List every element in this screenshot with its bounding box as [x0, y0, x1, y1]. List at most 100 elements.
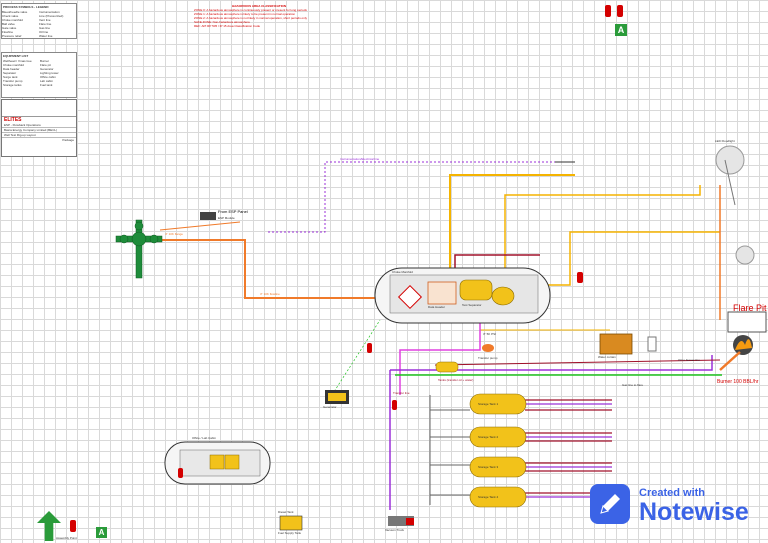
legend-item: Flare line	[39, 22, 52, 26]
equipment-list-title: EQUIPMENT LIST	[3, 54, 29, 58]
equipment-row: Lighting tower	[40, 71, 59, 75]
legend-item: Vent line	[39, 18, 51, 22]
hazard-note: ZONE 1: A hazardous atmosphere is likely…	[194, 12, 296, 16]
instrument-line-dotted	[268, 161, 555, 233]
generator-label: Generator	[323, 405, 337, 409]
legend-item: Bleed/needle valve	[2, 10, 28, 14]
notewise-logo-icon	[590, 484, 630, 524]
floodlight-bottom	[735, 245, 755, 265]
tank-4-label: Storage Tank 4	[478, 495, 499, 499]
fuel-label: Fuel Supply Tank	[278, 531, 301, 535]
burner-label: Burner 100 BBL/hr	[717, 379, 759, 385]
watermark-line-1: Created with	[639, 487, 706, 499]
oil-line	[454, 254, 540, 270]
legend-item: Instrumentation	[39, 10, 60, 14]
water-tank	[599, 333, 633, 355]
choke-manifold	[397, 284, 423, 310]
title-sheet: Package	[2, 137, 76, 142]
fire-extinguisher-icon	[70, 520, 76, 532]
transfer-pump-label: Transfer pump	[478, 356, 498, 360]
green-diag	[329, 319, 381, 399]
equipment-row: Lab cabin	[40, 79, 54, 83]
equipment-row: Wellhead / Xmas tree	[3, 59, 32, 63]
legend-item: Flowline	[2, 30, 14, 34]
fire-extinguisher-icon	[617, 5, 623, 17]
legend-col-right: Instrumentation Line (Pressurized) Vent …	[39, 10, 75, 38]
legend-item: Gas line	[39, 26, 51, 30]
oil-to-burner-label: Oil to burner line	[678, 358, 701, 362]
transfer-pump	[435, 361, 459, 373]
legend-item: Choke manifold	[2, 18, 23, 22]
esp-panel	[200, 212, 216, 220]
flowline-label: 3" 10K flowline	[260, 292, 280, 296]
diesel-label: Diesel Tank	[278, 510, 294, 514]
title-block: ELITES ESP - Flowback Operations Basra E…	[1, 99, 77, 157]
company-logo: ELITES	[4, 117, 22, 123]
gas-line-2	[504, 185, 701, 270]
hazard-note: SAFE ZONE: Non-hazardous atmosphere	[194, 20, 250, 24]
fire-extinguisher-icon	[577, 272, 583, 283]
hazard-note: ZONE 2: A hazardous atmosphere is not li…	[194, 16, 308, 20]
data-header	[427, 281, 457, 305]
water-tank-label: Water curtain	[598, 355, 616, 359]
floodlight-top	[715, 145, 745, 175]
truck-icon	[388, 516, 414, 526]
legend-item: Pressure relief	[2, 34, 22, 38]
equipment-row: Choke manifold	[3, 63, 24, 67]
storage-tank-2	[469, 426, 527, 448]
tank-2-label: Storage Tank 2	[478, 435, 499, 439]
choke-label: Choke Manifold	[392, 270, 413, 274]
title-company: Basra Energy Company Limited (BECL)	[2, 127, 76, 132]
tank-outlets	[525, 399, 612, 498]
equipment-row: Fuel tank	[40, 83, 53, 87]
wellhead-icon	[115, 219, 163, 279]
hazard-notes: HAZARDOUS AREA CLASSIFICATION ZONE 0: A …	[194, 4, 324, 28]
separator-vessel	[459, 279, 493, 301]
flare-pit	[727, 311, 767, 333]
legend-item: Gate valve	[2, 26, 17, 30]
fire-extinguisher-icon	[367, 343, 372, 353]
legend-item: Water line	[39, 34, 53, 38]
legend-title: PROCESS SYMBOLS - LEGEND	[3, 5, 49, 9]
equipment-row: Generator	[40, 67, 54, 71]
assembly-label: Assembly Point	[56, 536, 77, 540]
surge-vessel	[491, 286, 515, 306]
legend-item: Line (Pressurized)	[39, 14, 64, 18]
fire-extinguisher-icon	[605, 5, 611, 17]
gas-line-label: Gas line to flare	[622, 383, 644, 387]
equipment-row: Office cabin	[40, 75, 56, 79]
legend-item: Check valve	[2, 14, 19, 18]
equipment-row: Storage tanks	[3, 83, 22, 87]
assembly-point-icon: A	[96, 527, 107, 538]
equipment-row: Data header	[3, 67, 20, 71]
floodlight-label: LED Floodlight	[715, 139, 735, 143]
equipment-row: Flare pit	[40, 63, 51, 67]
separator-pressure-label: 3" 5K PSI	[483, 332, 496, 336]
flowline-orange	[155, 239, 388, 299]
gas-line-1	[449, 174, 575, 270]
fire-extinguisher-icon	[178, 468, 183, 478]
transfer-line-label: Transfer line	[393, 391, 410, 395]
office-label: Office / Lab Cabin	[192, 436, 216, 440]
legend-panel: PROCESS SYMBOLS - LEGEND Bleed/needle va…	[1, 3, 77, 39]
esp-cable	[159, 221, 241, 231]
flare-flame-icon	[719, 335, 753, 371]
diesel-tank	[279, 515, 303, 531]
title-project: ESP - Flowback Operations	[4, 123, 41, 127]
fire-extinguisher-icon	[392, 400, 397, 410]
storage-tank-4	[469, 486, 527, 508]
burner-line	[434, 359, 721, 366]
legend-item: Oil line	[39, 30, 49, 34]
sep-name-label: Test Separator	[462, 303, 482, 307]
tank-1-label: Storage Tank 1	[478, 402, 499, 406]
gas-line-3	[520, 231, 720, 286]
title-drawing: Well Test Rig-up Layout	[2, 132, 76, 137]
esp-power-label: From ESP Panel	[218, 209, 248, 214]
flare-pit-label: Flare Pit	[733, 303, 767, 313]
tank-label: Tanks (transfer oil + water)	[438, 378, 474, 382]
equipment-list-panel: EQUIPMENT LIST Wellhead / Xmas tree Chok…	[1, 52, 77, 98]
header-label: Data Header	[428, 305, 446, 309]
equipment-row: Burner	[40, 59, 50, 63]
equipment-row: Separator	[3, 71, 17, 75]
